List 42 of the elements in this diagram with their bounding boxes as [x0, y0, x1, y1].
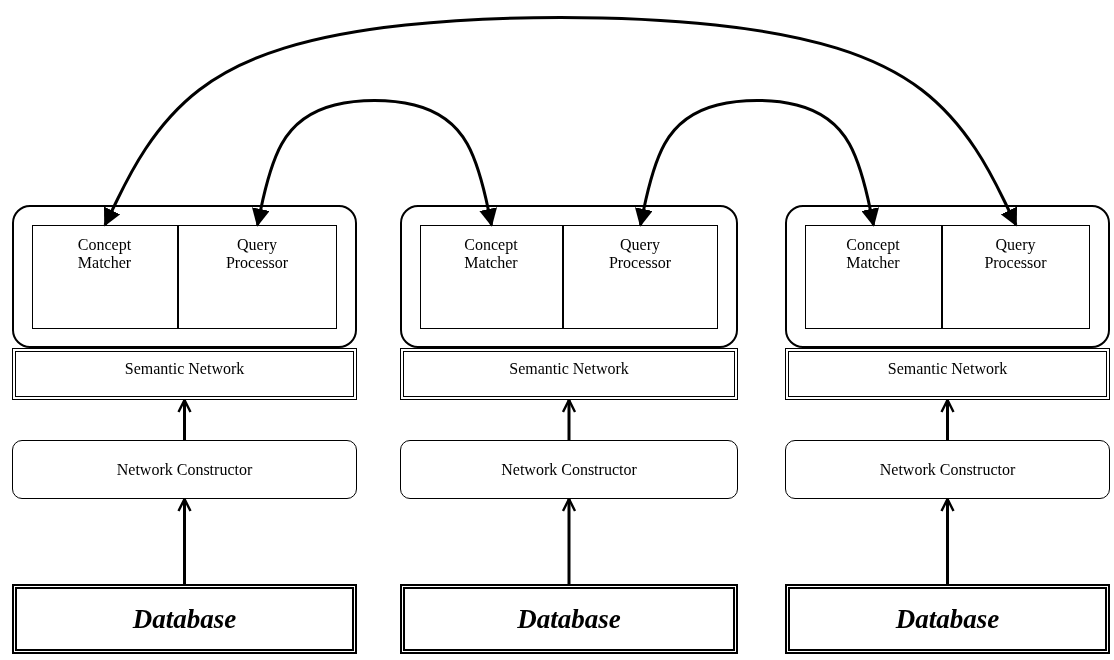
node-label: Query Processor [224, 235, 290, 273]
node-label: Concept Matcher [76, 235, 133, 273]
node-label: Database [132, 603, 237, 635]
arrow [561, 398, 577, 440]
module-frame [400, 205, 738, 348]
node-label: Network Constructor [879, 460, 1016, 479]
node-label: Semantic Network [124, 360, 245, 378]
node-label: Concept Matcher [845, 235, 901, 273]
process-box [785, 440, 1110, 499]
node-label: Database [517, 603, 621, 635]
node-label: Semantic Network [887, 360, 1008, 378]
node-label: Semantic Network [509, 360, 629, 378]
process-box [12, 440, 357, 499]
module-frame [12, 205, 357, 348]
component-cell [562, 224, 718, 329]
network-box [400, 348, 738, 400]
arrow [940, 398, 955, 440]
node-label: Network Constructor [116, 460, 253, 479]
arrow [177, 398, 192, 440]
arrow [634, 99, 880, 227]
process-box [400, 440, 738, 499]
arrow [940, 497, 955, 584]
component-cell [31, 224, 178, 329]
node-label: Query Processor [607, 235, 673, 273]
database-box [785, 584, 1110, 654]
node-label: Concept Matcher [463, 235, 519, 273]
component-cell [941, 224, 1090, 329]
arrow [561, 497, 577, 584]
component-cell [177, 224, 337, 329]
arrow [103, 16, 1018, 227]
database-box [12, 584, 357, 654]
node-label: Network Constructor [501, 460, 637, 479]
arrow [177, 497, 192, 584]
arrow [252, 99, 497, 227]
component-cell [419, 224, 563, 329]
network-box [785, 348, 1110, 400]
module-frame [785, 205, 1110, 348]
node-label: Database [895, 603, 1000, 635]
node-label: Query Processor [983, 235, 1048, 273]
component-cell [804, 224, 942, 329]
network-box [12, 348, 357, 400]
database-box [400, 584, 738, 654]
